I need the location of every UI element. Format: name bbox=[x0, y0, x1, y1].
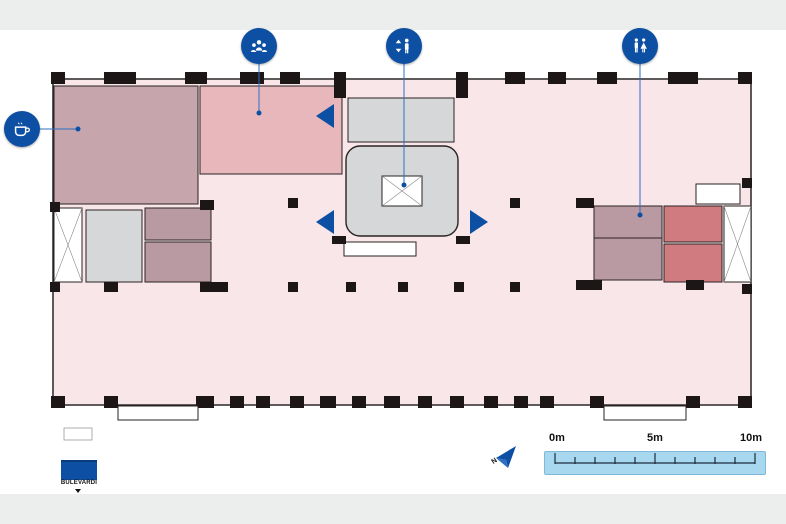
cafe-marker[interactable] bbox=[4, 111, 40, 147]
coffee-cup-icon bbox=[14, 122, 30, 137]
entrance-caret-icon bbox=[75, 489, 81, 493]
elevator-icon bbox=[395, 38, 409, 54]
nav-arrow-left[interactable] bbox=[316, 104, 334, 128]
north-arrow-icon bbox=[496, 446, 516, 468]
service-room[interactable] bbox=[144, 241, 212, 283]
restroom-block[interactable] bbox=[593, 237, 663, 281]
stair-left[interactable] bbox=[85, 209, 143, 283]
wall-pillars bbox=[50, 72, 752, 408]
stair-core[interactable] bbox=[347, 97, 455, 143]
nav-arrow-right[interactable] bbox=[470, 210, 488, 234]
scale-label-mid: 5m bbox=[647, 432, 663, 444]
service-room[interactable] bbox=[144, 207, 212, 241]
meeting-marker[interactable] bbox=[241, 28, 277, 64]
people-group-icon bbox=[250, 40, 268, 52]
entrance-marker[interactable] bbox=[61, 460, 97, 480]
restroom[interactable] bbox=[663, 205, 723, 243]
restroom[interactable] bbox=[663, 243, 723, 283]
compass[interactable]: N bbox=[490, 442, 520, 472]
restroom-icon bbox=[634, 38, 647, 53]
scale-bar bbox=[544, 451, 766, 475]
elevator-marker[interactable] bbox=[386, 28, 422, 64]
meeting-room[interactable] bbox=[199, 85, 343, 175]
nav-arrow-left[interactable] bbox=[316, 210, 334, 234]
cafe-area[interactable] bbox=[53, 85, 199, 205]
scale-label-start: 0m bbox=[549, 432, 565, 444]
scale-label-end: 10m bbox=[740, 432, 763, 444]
entrance-label: BULEVARDI bbox=[60, 480, 98, 486]
restroom-marker[interactable] bbox=[622, 28, 658, 64]
restroom-block[interactable] bbox=[593, 205, 663, 239]
